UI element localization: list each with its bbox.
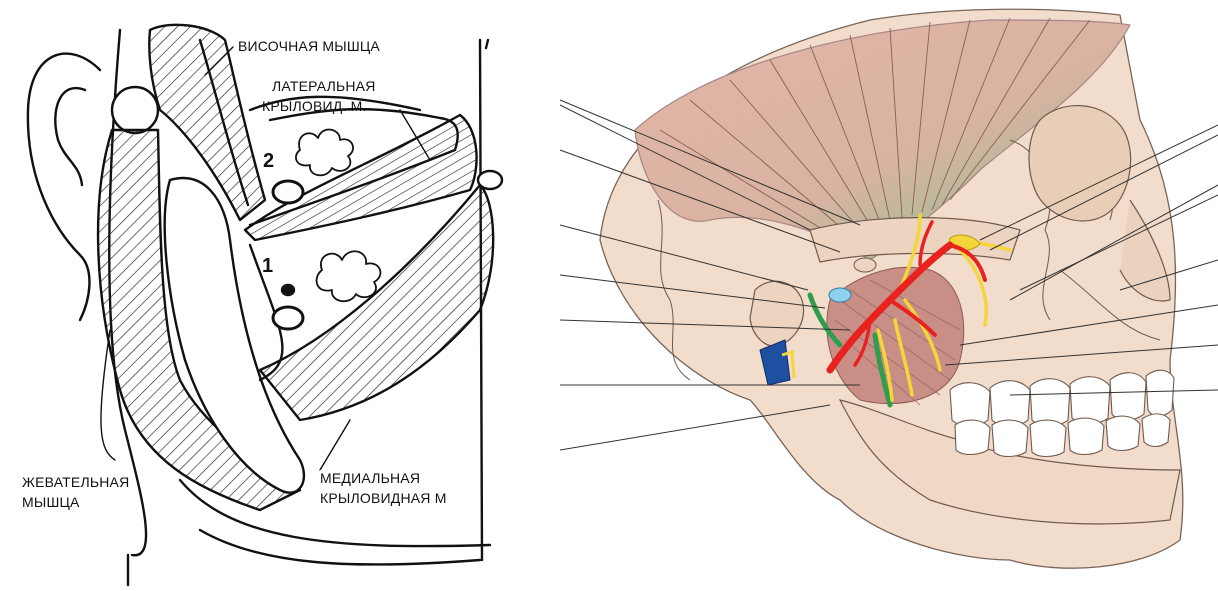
medial-pterygoid [258,183,495,422]
label-lateral-pterygoid-1: ЛАТЕРАЛЬНАЯ [272,78,376,94]
masseter-muscle [96,128,302,512]
temporal-fibers [659,17,1091,241]
label-masseter-1: ЖЕВАТЕЛЬНАЯ [22,474,130,490]
skull-illustration [540,0,1218,591]
label-medial-pterygoid-1: МЕДИАЛЬНАЯ [320,470,421,486]
vessel-cluster-lower [315,250,382,303]
teeth [949,369,1175,458]
mandible [838,399,1181,525]
lateral-pterygoid [243,113,478,242]
vessel-cluster-upper [295,128,354,177]
marker-number-2: 2 [263,150,275,172]
label-temporal-muscle: ВИСОЧНАЯ МЫШЦА [238,38,380,54]
label-medial-pterygoid-2: КРЫЛОВИДНАЯ М [320,490,447,506]
orbit [1028,104,1132,222]
callout-leader-lines [559,99,1218,451]
temporal-muscle [148,23,267,222]
red-artery [826,220,987,374]
foramen-1 [271,305,305,331]
nasal-aperture [1119,199,1171,302]
muscles-line-art [26,23,504,587]
label-masseter-2: МЫШЦА [22,494,80,510]
articular-disc [828,287,852,303]
condyle [110,85,160,135]
masticatory-muscles-drawing: ВИСОЧНАЯ МЫШЦА ЛАТЕРАЛЬНАЯ КРЫЛОВИД. М. … [0,0,530,591]
marker-number-1: 1 [262,255,274,277]
ear-outline [26,52,102,322]
skull-art [559,8,1218,569]
mandible-ramus [163,177,306,494]
pterygoid-muscles [826,266,965,405]
foramen-2 [271,179,305,205]
green-nerves [807,292,893,408]
label-lateral-pterygoid-2: КРЫЛОВИД. М. [262,98,367,114]
temporal-muscle-fan [634,19,1131,261]
blue-structure [759,339,791,386]
